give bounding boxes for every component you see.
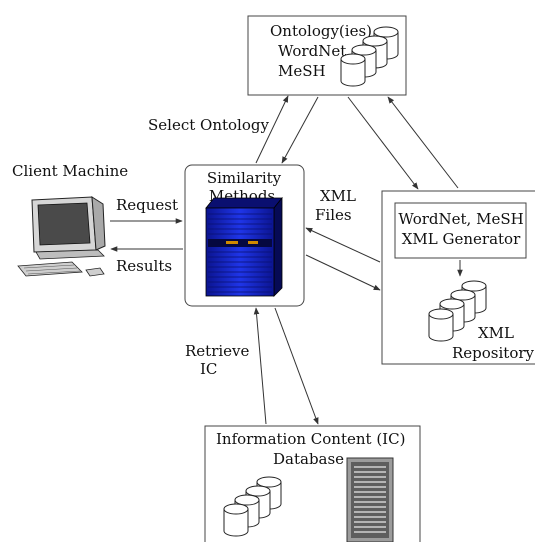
rack-server-icon: [346, 457, 394, 542]
similarity-title-line1: Similarity: [207, 169, 282, 187]
xml-files-label-line1: XML: [320, 187, 356, 205]
xml-generator-line1: WordNet, MeSH: [398, 210, 523, 228]
similarity-to-ic-arrow: [274, 307, 319, 425]
retrieve-ic-label-line1: Retrieve: [185, 342, 250, 360]
ontology-mesh-label: MeSH: [278, 62, 326, 80]
xml-files-label-line2: Files: [315, 206, 352, 224]
xml-generator-box: [394, 202, 527, 259]
xml-files-arrow: [305, 227, 381, 263]
results-label: Results: [116, 257, 172, 275]
retrieve-ic-arrow: [253, 307, 267, 425]
ontology-wordnet-label: WordNet: [278, 42, 346, 60]
xml-generator-line2: XML Generator: [402, 230, 521, 248]
select-ontology-arrow: [255, 95, 289, 164]
xml-repository-line1: XML: [478, 324, 514, 342]
ic-database-title: Information Content (IC): [216, 430, 405, 448]
ontology-to-xml-arrow: [347, 96, 419, 190]
client-machine-label: Client Machine: [12, 162, 128, 180]
retrieve-ic-label-line2: IC: [200, 360, 217, 378]
request-label: Request: [116, 196, 178, 214]
similarity-to-repository-arrow: [305, 254, 381, 291]
ic-database-label: Database: [273, 450, 344, 468]
xml-repository-line2: Repository: [452, 344, 535, 362]
xml-to-ontology-arrow: [387, 96, 459, 189]
server-icon: [205, 196, 283, 297]
ontology-to-similarity-arrow: [281, 96, 319, 164]
computer-icon: [17, 196, 106, 277]
select-ontology-label: Select Ontology: [148, 116, 269, 134]
ontology-title: Ontology(ies): [270, 22, 372, 40]
